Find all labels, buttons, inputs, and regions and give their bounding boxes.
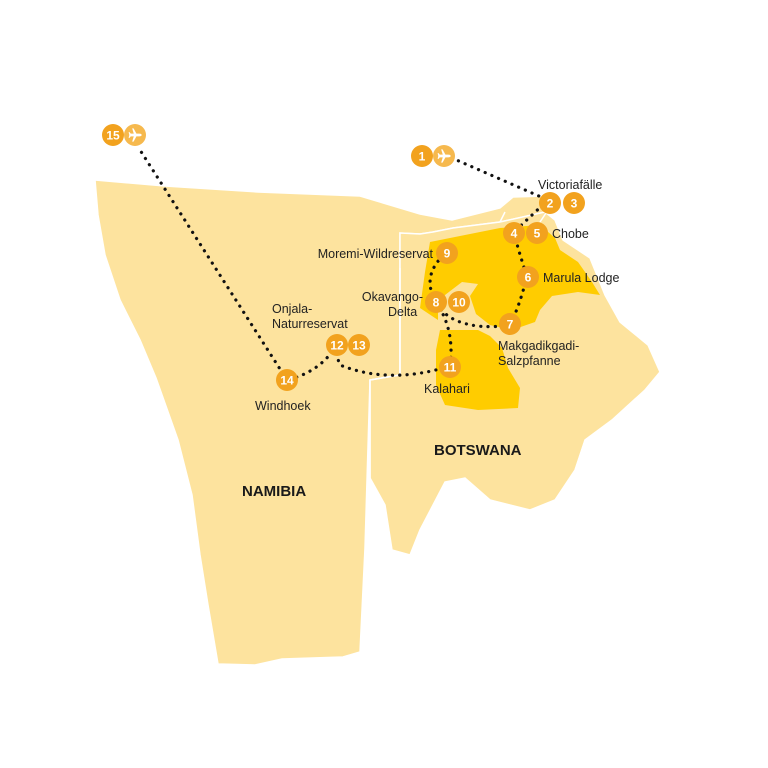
stop-14	[276, 369, 298, 391]
route-arrival	[443, 153, 550, 202]
border-line	[369, 268, 401, 478]
departure-marker: 15	[102, 124, 146, 146]
route-chobe-marula	[512, 230, 529, 278]
stop-9-number: 9	[444, 247, 451, 261]
label-onjala-line1: Onjala-	[272, 302, 312, 316]
okavango-chobe-region	[420, 225, 600, 330]
label-victoriafaelle: Victoriafälle	[538, 178, 602, 192]
label-makgadikgadi-line1: Makgadikgadi-	[498, 339, 579, 353]
stop-1	[411, 145, 433, 167]
stop-4	[503, 222, 525, 244]
stop-7	[499, 313, 521, 335]
stop-10-number: 10	[452, 296, 466, 310]
label-makgadikgadi-line2: Salzpfanne	[498, 354, 561, 368]
route-windhoek-departure	[138, 148, 289, 382]
label-windhoek: Windhoek	[255, 399, 311, 413]
stop-2-number: 2	[547, 197, 554, 211]
label-kalahari: Kalahari	[424, 382, 470, 396]
stop-12-number: 12	[330, 339, 344, 353]
label-marula-lodge: Marula Lodge	[543, 271, 619, 285]
route-marula-makgadikgadi	[508, 274, 529, 327]
stop-5	[526, 222, 548, 244]
route-onjala-windhoek	[285, 344, 338, 382]
stop-15-number: 15	[106, 129, 120, 143]
label-okavango-line1: Okavango-	[362, 290, 423, 304]
label-onjala-line2: Naturreservat	[272, 317, 348, 331]
airplane-icon	[128, 128, 142, 142]
label-botswana: BOTSWANA	[434, 442, 522, 459]
stop-1-number: 1	[419, 150, 426, 164]
stop-3-number: 3	[571, 197, 578, 211]
airplane-icon	[437, 149, 451, 163]
stop-10	[448, 291, 470, 313]
arrival-marker: 1	[411, 145, 455, 167]
stop-8	[425, 291, 447, 313]
stop-3	[563, 192, 585, 214]
stop-2	[539, 192, 561, 214]
stop-11-number: 11	[444, 361, 457, 375]
central-kalahari-region	[436, 330, 520, 410]
stop-13	[348, 334, 370, 356]
stop-8-number: 8	[433, 296, 440, 310]
label-moremi: Moremi-Wildreservat	[318, 247, 434, 261]
stop-9	[436, 242, 458, 264]
stop-4-number: 4	[511, 227, 518, 241]
stop-6	[517, 266, 539, 288]
stop-15	[102, 124, 124, 146]
stop-7-number: 7	[507, 318, 514, 332]
stop-6-number: 6	[525, 271, 532, 285]
stop-14-number: 14	[280, 374, 294, 388]
label-okavango-line2: Delta	[388, 305, 417, 319]
label-namibia: NAMIBIA	[242, 483, 306, 500]
stop-5-number: 5	[534, 227, 541, 241]
label-chobe: Chobe	[552, 227, 589, 241]
stop-11	[439, 356, 461, 378]
stop-12	[326, 334, 348, 356]
stop-markers	[276, 192, 585, 391]
stop-numbers: 2 3 4 5 6 7 8 9 10 11 12 13 14	[280, 197, 577, 388]
stop-13-number: 13	[352, 339, 366, 353]
